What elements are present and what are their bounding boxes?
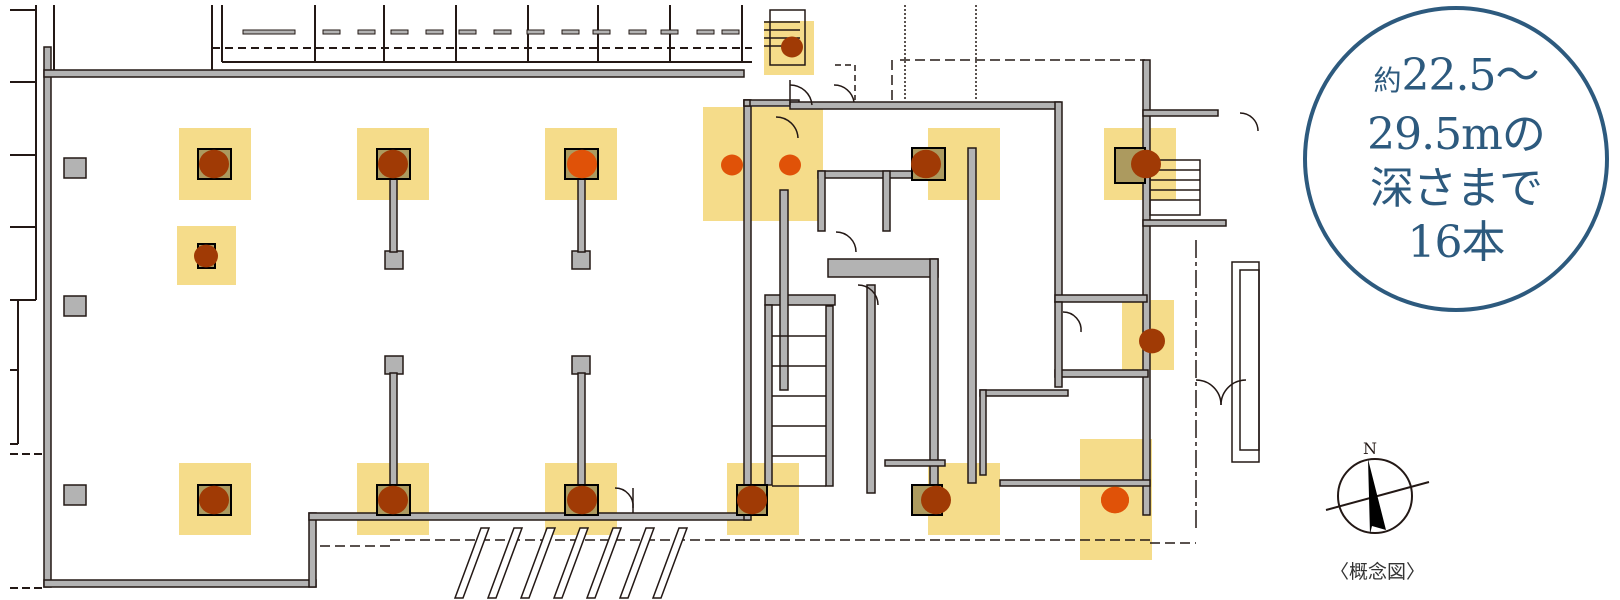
north-arrow-icon [1368,459,1386,534]
pile-marker [1131,149,1161,179]
hatch-stripe [552,527,590,599]
pile-marker [567,149,597,179]
pile-markers [194,36,1165,516]
wheel-stops [242,29,740,35]
pile-marker [721,154,743,176]
hatch-stripe [519,527,557,599]
badge-depth-min: 22.5～ [1401,49,1540,101]
building-outline [10,5,752,589]
pile-marker [567,485,597,515]
compass-caption: 〈概念図〉 [1330,561,1426,583]
hatch-stripe [651,527,689,599]
pillars [63,157,591,506]
pile-marker [921,485,951,515]
compass-ring [1337,458,1413,534]
compass: N [1325,439,1430,534]
badge-line-3: 深さまで [1370,162,1543,214]
compass-north-label: N [1363,439,1377,458]
hatch-stripe [618,527,656,599]
pile-marker [781,36,803,58]
pile-zone [703,107,823,221]
pile-marker [1139,328,1165,354]
pile-depth-badge: 約22.5～ 29.5mの 深さまで 16本 [1303,6,1609,312]
badge-line-1: 約22.5～ [1373,49,1540,108]
hatch-stripe [453,527,491,599]
pile-marker [378,149,408,179]
hatch-stripe [486,527,524,599]
pile-marker [199,149,229,179]
left-boundary [10,5,44,589]
pile-marker [378,485,408,515]
top-parking [53,5,752,70]
badge-pile-count: 16本 [1407,216,1506,268]
pile-marker [737,485,767,515]
pile-marker [1101,486,1129,514]
badge-prefix: 約 [1373,63,1402,97]
hatched-area [453,527,689,599]
interior-lines [320,5,1260,547]
compass-east-west-line [1325,481,1430,511]
walls [43,46,1227,588]
pile-marker [199,485,229,515]
pile-marker [911,149,941,179]
pile-marker [779,154,801,176]
pile-marker [194,244,218,268]
hatch-stripe [585,527,623,599]
badge-depth-max: 29.5mの [1367,108,1546,160]
